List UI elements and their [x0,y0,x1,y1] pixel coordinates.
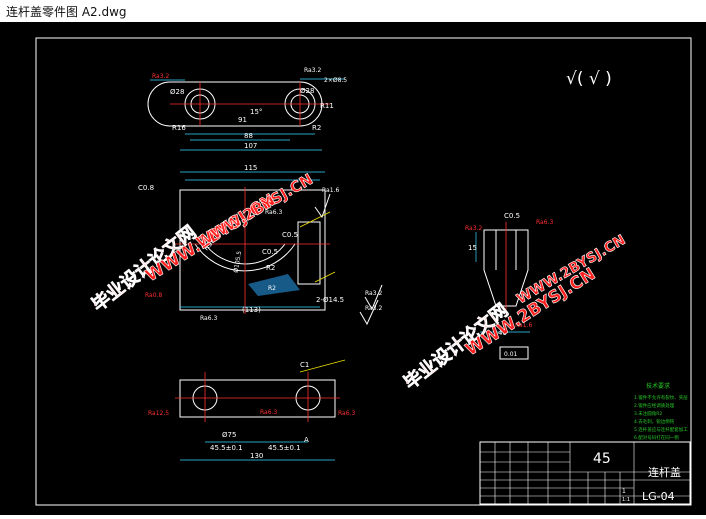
title-scale: 1:1 [622,497,630,503]
front-dim-r2: R2 [266,264,275,272]
top-dim-91: 91 [238,116,247,124]
side-label-ra63: Ra6.3 [536,219,553,226]
side-dim-40: 40 [498,329,507,337]
roughness-note: √( √ ) [566,69,612,89]
tech-req-line-4: 4.去毛刺，锐边倒钝 [634,418,675,425]
bottom-dim-c1: C1 [300,361,309,369]
front-dim-c08: C0.8 [138,184,154,192]
front-dim-115: 115 [244,164,257,172]
tech-req-title: 技术要求 [646,382,670,390]
front-label-ra63a: Ra6.3 [265,209,282,216]
top-dim-88: 88 [244,132,253,140]
tech-req-line-5: 5.连杆盖应与连杆配套加工 [634,426,688,433]
watermark-right: 毕业设计论文网 WWW.2BYSJ.CN WWW.2BYSJ.CN [399,232,628,394]
top-dim-15deg: 15° [250,108,262,116]
top-dim-r16: R16 [172,124,186,132]
tech-req-line-3: 3.未注圆角R2 [634,410,662,417]
side-label-001: 0.01 [504,351,518,358]
title-sheet: 1 [622,488,626,495]
top-dim-d28b: Ø28 [300,87,314,95]
side-label-ra32: Ra3.2 [465,225,482,232]
front-label-ra63b: Ra6.3 [200,315,217,322]
side-label-ra16: Ra1.6 [515,322,532,329]
top-dim-107: 107 [244,142,257,150]
front-label-ra32a: Ra3.2 [365,290,382,297]
top-dim-2x-d85: 2×Ø8.5 [324,77,347,84]
side-dim-c05: C0.5 [504,212,520,220]
bottom-label-ra63a: Ra6.3 [260,409,277,416]
tech-req-line-6: 6.配对号码打在同一侧 [634,434,679,441]
top-view: Ø28 Ø28 R16 R2 R11 15° 91 88 107 2×Ø8.5 … [147,67,347,151]
side-dim-15: 15 [468,244,477,252]
front-view: 115 C0.8 C0.5 R38 R2 (113) 2-Ø14.5 C0.5 … [138,164,383,326]
window-titlebar: 连杆盖零件图 A2.dwg [0,0,706,23]
watermark-cn-right: 毕业设计论文网 [400,299,513,394]
front-dim-113: (113) [242,306,261,314]
title-drawing-no: LG-04 [642,490,675,503]
top-dim-d28a: Ø28 [170,88,184,96]
watermark-left: 毕业设计论文网 WWW.2BYSJ.CN WWW.2BYSJ.CN [87,170,316,317]
technical-requirements: 技术要求 1.锻件不允许有裂纹、夹层 2.锻件应经调质处理 3.未注圆角R2 4… [634,382,688,441]
front-label-ra08: Ra0.8 [145,292,162,299]
title-part-name: 连杆盖 [648,465,681,479]
top-label-ra32b: Ra3.2 [304,67,321,74]
cad-drawing-canvas[interactable]: √( √ ) Ø28 Ø28 R16 R2 R11 15° 91 88 107 … [0,22,706,515]
front-dim-c05: C0.5 [282,231,298,239]
bottom-dim-130: 130 [250,452,263,460]
top-label-ra32a: Ra3.2 [152,73,169,80]
title-block: 45 连杆盖 LG-04 1:1 1 [479,441,691,505]
front-dim-2-d145: 2-Ø14.5 [316,296,344,304]
bottom-dim-455b: 45.5±0.1 [268,444,301,452]
front-dim-r2b: R2 [268,285,276,292]
top-dim-r2: R2 [312,124,321,132]
bottom-label-ra125: Ra12.5 [148,410,169,417]
front-dim-d1055: Ø105.5 [233,250,244,273]
front-label-ra16: Ra1.6 [322,187,339,194]
bottom-view: C1 Ø75 45.5±0.1 45.5±0.1 130 A Ra12.5 Ra… [148,359,355,461]
title-material: 45 [593,451,611,467]
bottom-dim-455a: 45.5±0.1 [210,444,243,452]
bottom-dim-a: A [304,436,309,444]
bottom-dim-d75: Ø75 [222,431,236,439]
tech-req-line-1: 1.锻件不允许有裂纹、夹层 [634,394,688,401]
drawing-frame [35,37,692,506]
front-label-ra32b: Ra3.2 [365,305,382,312]
drawing-svg: √( √ ) Ø28 Ø28 R16 R2 R11 15° 91 88 107 … [35,37,692,506]
side-view: 15 40 C0.5 Ra3.2 Ra6.3 Ra1.6 0.01 [465,212,553,360]
front-dim-c05b: C0.5 [262,248,278,256]
bottom-label-ra63b: Ra6.3 [338,410,355,417]
window-title: 连杆盖零件图 A2.dwg [6,5,127,19]
tech-req-line-2: 2.锻件应经调质处理 [634,402,675,409]
top-dim-r11: R11 [320,102,334,110]
